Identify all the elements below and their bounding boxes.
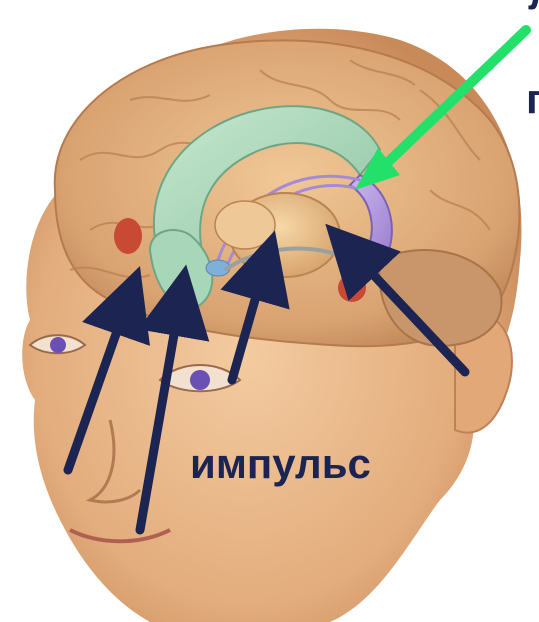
corner-label-second: п xyxy=(526,78,539,120)
red-structure-front xyxy=(114,218,142,254)
caudate-shape xyxy=(215,201,275,249)
red-structure-back xyxy=(338,274,366,302)
corner-label-top: л xyxy=(528,0,539,16)
impulse-label: импульс xyxy=(190,443,371,485)
